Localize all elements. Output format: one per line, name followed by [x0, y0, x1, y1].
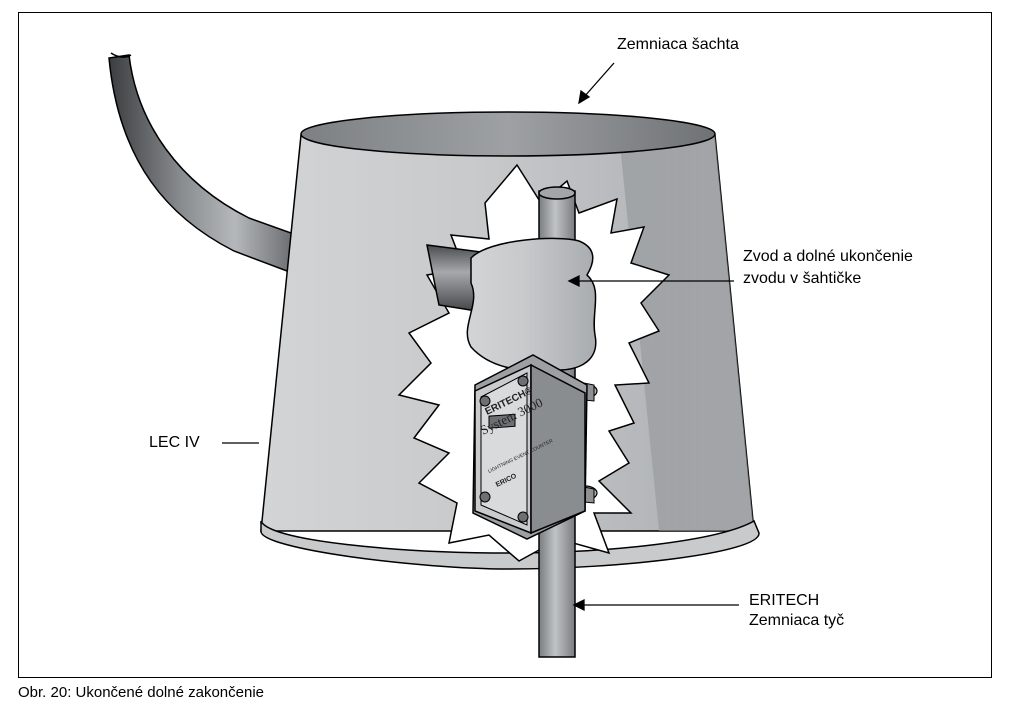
- cable-outer: [108, 54, 320, 285]
- label-conductor-line2: zvodu v šahtičke: [743, 270, 862, 287]
- pit-shade: [619, 135, 754, 531]
- leader-lines: [222, 62, 739, 612]
- figure-caption: Obr. 20: Ukončené dolné zakončenie: [18, 684, 264, 701]
- figure-frame: ERITECH® System 3000 LIGHTNING EVENT COU…: [18, 12, 992, 678]
- label-grounding-pit: Zemniaca šachta: [617, 36, 739, 53]
- cable-cut-end: [110, 52, 132, 58]
- conductor-termination: [466, 237, 597, 371]
- label-rod-line2: Zemniaca tyč: [749, 612, 845, 629]
- ground-rod-top: [538, 186, 576, 200]
- grounding-pit-illustration: ERITECH® System 3000 LIGHTNING EVENT COU…: [108, 52, 760, 658]
- label-lec: LEC IV: [149, 434, 200, 451]
- label-rod-line1: ERITECH: [749, 592, 820, 609]
- pit-flange: [260, 519, 760, 570]
- event-counter: ERITECH® System 3000 LIGHTNING EVENT COU…: [472, 354, 588, 540]
- pit-opening: [300, 111, 716, 157]
- label-conductor-line1: Zvod a dolné ukončenie: [743, 248, 913, 265]
